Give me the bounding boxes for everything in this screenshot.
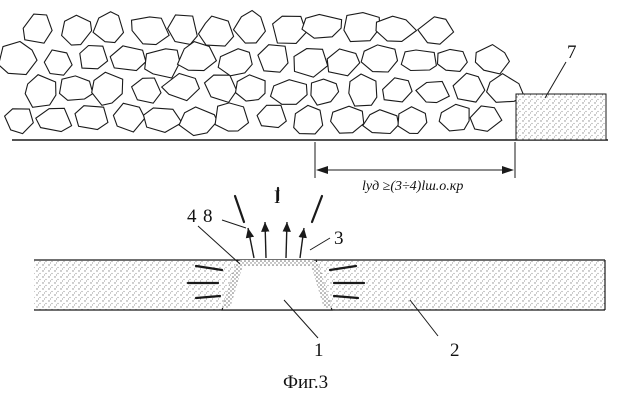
rock: [130, 77, 162, 104]
rock: [109, 45, 147, 72]
rock: [112, 102, 146, 133]
rock: [362, 109, 400, 135]
rock: [415, 80, 451, 104]
side-jets: [186, 264, 366, 300]
rock: [142, 107, 183, 133]
rock: [197, 15, 235, 47]
rock: [375, 15, 418, 42]
leader-8: [221, 219, 247, 229]
rock: [91, 71, 124, 106]
rock: [144, 48, 181, 79]
rock: [256, 104, 287, 129]
rock: [400, 49, 438, 72]
label-7: 7: [567, 42, 577, 63]
rock: [474, 43, 511, 75]
rock: [217, 48, 253, 77]
block-7: [515, 93, 607, 141]
rock: [348, 73, 378, 107]
label-2: 2: [450, 340, 460, 361]
rock: [0, 40, 38, 76]
upward-jets: [245, 221, 307, 259]
rock: [485, 73, 525, 103]
rock: [326, 48, 361, 77]
rock: [310, 78, 340, 106]
rock: [293, 48, 329, 78]
rock: [3, 108, 34, 135]
rock: [438, 103, 470, 132]
rock: [35, 107, 73, 133]
rock: [214, 102, 250, 132]
rock: [271, 15, 307, 44]
layer-2: [34, 260, 238, 310]
outer-jets: [233, 186, 324, 224]
leader-2: [409, 299, 439, 337]
rock: [330, 105, 365, 134]
dimension-arrow-left: [316, 166, 328, 174]
rock: [58, 75, 94, 101]
rock: [160, 72, 201, 102]
rock: [43, 49, 73, 76]
crater-wall-left: [222, 262, 244, 308]
rock: [301, 13, 343, 39]
rock: [24, 74, 57, 108]
leader-7: [544, 61, 567, 99]
rock: [343, 12, 381, 43]
label-8: 8: [203, 206, 213, 227]
rock: [22, 13, 53, 44]
rock: [397, 106, 428, 135]
crater-top-band: [240, 260, 314, 266]
rock: [436, 48, 468, 72]
label-1: 1: [314, 340, 324, 361]
label-3: 3: [334, 228, 344, 249]
rock: [360, 44, 399, 73]
leader-4: [197, 225, 241, 265]
crater-wall-right: [310, 262, 332, 308]
rock-pile: [0, 9, 525, 137]
rock: [60, 14, 93, 46]
rock: [178, 106, 218, 137]
dimension-formula: lуд ≥(3÷4)lш.о.кр: [362, 179, 463, 194]
rock: [79, 44, 109, 70]
label-I: I: [274, 187, 280, 208]
rock: [203, 74, 238, 104]
rock: [452, 72, 486, 103]
rock: [92, 11, 125, 44]
rock: [257, 44, 289, 73]
rock: [417, 16, 455, 45]
rock: [232, 9, 267, 44]
rock: [74, 105, 109, 131]
rock: [269, 79, 308, 105]
dimension-arrow-right: [502, 166, 514, 174]
rock: [176, 40, 218, 72]
rock: [234, 74, 266, 102]
rock: [382, 77, 413, 103]
leader-1: [283, 299, 319, 339]
rock: [293, 104, 324, 135]
rock: [166, 14, 198, 46]
figure-caption: Фиг.3: [283, 372, 328, 393]
rock: [469, 105, 503, 132]
leader-3: [309, 237, 331, 251]
label-4: 4: [187, 206, 197, 227]
layer-2-right: [316, 260, 605, 310]
rock: [130, 16, 170, 46]
